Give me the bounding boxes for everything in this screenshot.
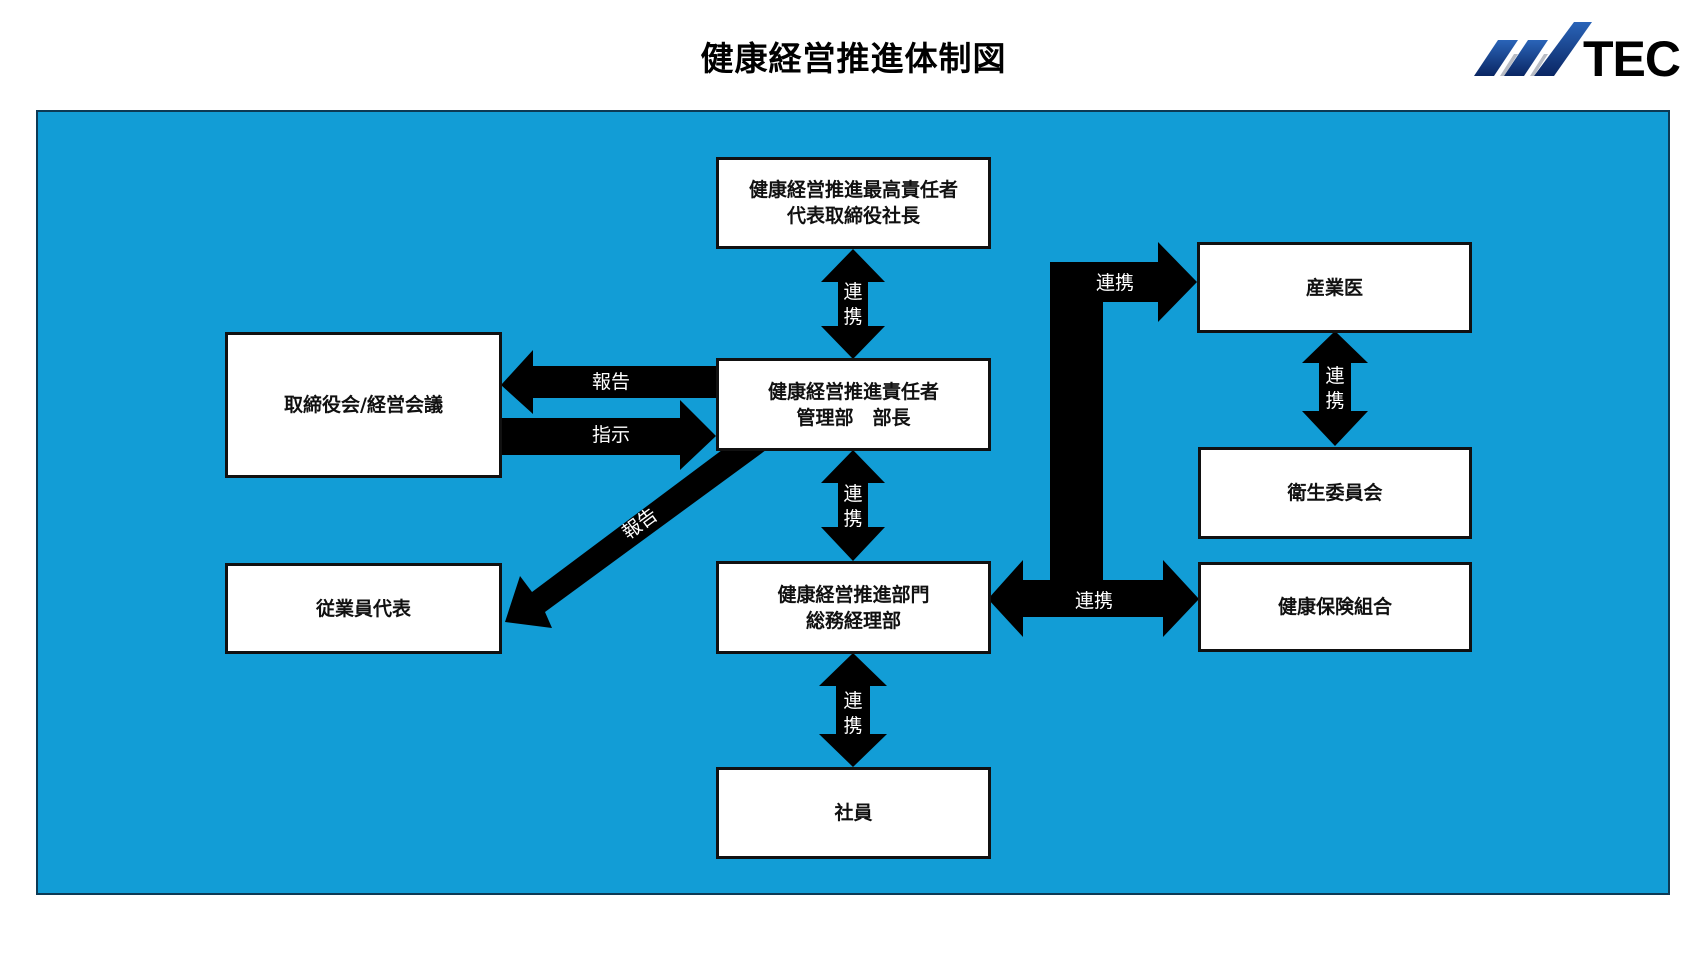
label-char: 連: [1325, 365, 1345, 387]
page-title: 健康経営推進体制図: [700, 39, 1007, 78]
arrow-manager-department: [821, 450, 885, 561]
label-instruct-to-manager: 指示: [592, 424, 631, 446]
label-char: 連: [843, 483, 863, 505]
label-char: 携: [843, 306, 863, 328]
label-report-to-board: 報告: [592, 371, 631, 393]
arrow-report-to-board: [501, 350, 717, 414]
box-health-committee: 衛生委員会: [1198, 447, 1472, 539]
box-department: 健康経営推進部門 総務経理部: [716, 561, 991, 654]
label-ceo-manager: 連 携: [838, 280, 868, 330]
label-department-employees: 連 携: [838, 689, 868, 739]
arrow-report-to-rep: [505, 450, 766, 628]
box-doctor: 産業医: [1197, 242, 1472, 333]
arrow-instruct-to-manager: [501, 400, 716, 470]
label-doctor-committee: 連 携: [1320, 364, 1350, 414]
arrow-department-doctor: [1050, 242, 1197, 580]
box-employees: 社員: [716, 767, 991, 859]
logo-text: TEC: [1583, 31, 1681, 87]
box-insurance: 健康保険組合: [1198, 562, 1472, 652]
tec-stripes-logo-icon: [1474, 22, 1592, 76]
arrow-department-employees: [819, 653, 887, 767]
label-char: 携: [1325, 390, 1345, 412]
label-char: 携: [843, 715, 863, 737]
label-manager-department: 連 携: [838, 482, 868, 532]
box-ceo: 健康経営推進最高責任者 代表取締役社長: [716, 157, 991, 249]
arrow-ceo-manager: [821, 249, 885, 359]
label-char: 連: [843, 281, 863, 303]
label-department-insurance: 連携: [1075, 590, 1114, 612]
box-board: 取締役会/経営会議: [225, 332, 502, 478]
label-char: 携: [843, 508, 863, 530]
label-department-doctor: 連携: [1096, 272, 1135, 294]
box-manager: 健康経営推進責任者 管理部 部長: [716, 358, 991, 451]
box-employee-rep: 従業員代表: [225, 563, 502, 654]
arrow-department-insurance: [988, 560, 1199, 637]
label-char: 連: [843, 690, 863, 712]
arrow-doctor-committee: [1302, 331, 1368, 446]
